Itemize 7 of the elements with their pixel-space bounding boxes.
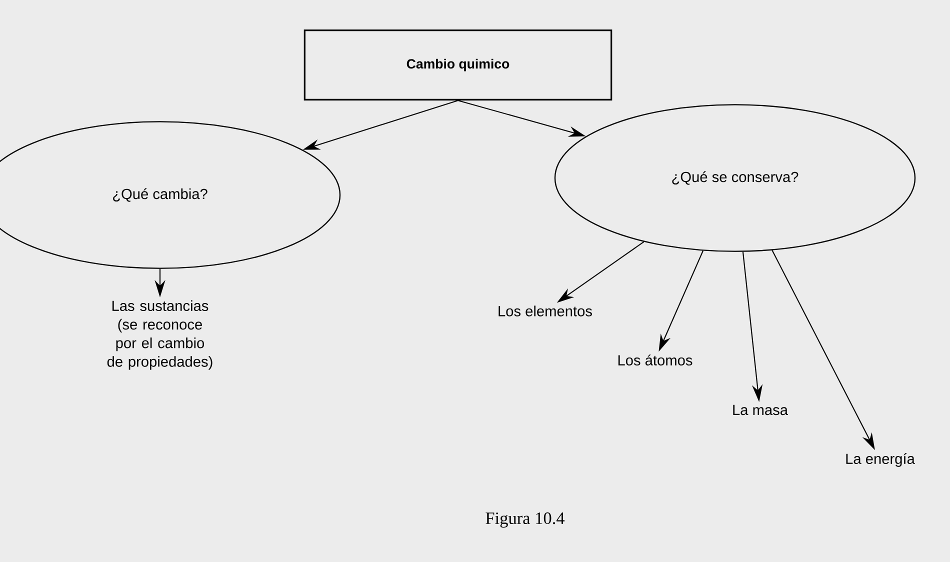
concept-text: La energía [846,453,915,467]
concept-box: Cambio quimico [304,30,612,100]
concept-text: Las sustancias (se reconoce por el cambio de propiedades) [107,300,212,370]
concept-text: La masa [733,404,788,416]
concept-text: Los átomos [618,354,692,366]
concept-text: Los elementos [498,306,592,316]
caption: Figura 10.4 [486,512,565,528]
